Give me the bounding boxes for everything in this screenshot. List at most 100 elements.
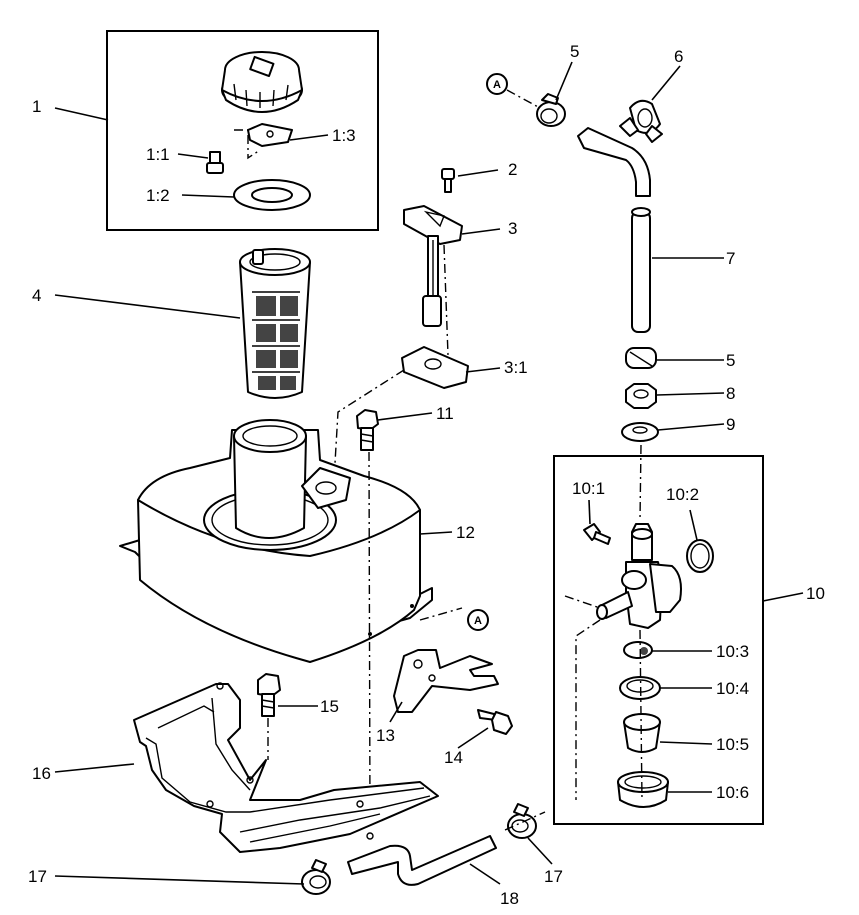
fuel-cap (221, 51, 303, 113)
hose-clamp-lower (625, 347, 657, 369)
label-18: 18 (500, 889, 519, 908)
hose-clamp-right (507, 803, 537, 839)
label-17-left: 17 (28, 867, 47, 886)
bracket-to-marker-line (419, 607, 463, 621)
valve-filter-screen (623, 641, 653, 659)
leader-8 (656, 392, 725, 396)
hose-clamp-upper (536, 93, 566, 127)
label-10-6: 10:6 (716, 783, 749, 802)
leader-3-1 (465, 367, 501, 373)
leader-5-top (555, 61, 573, 101)
label-10-2: 10:2 (666, 485, 699, 504)
valve-o-ring (686, 539, 714, 573)
leader-17-right (527, 837, 553, 865)
reference-marker-a-top: A (486, 73, 508, 95)
cap-plate (247, 123, 293, 147)
valve-cup-nut (617, 771, 669, 808)
label-8: 8 (726, 384, 735, 403)
valve-screw (583, 523, 611, 545)
gauge-gasket (401, 346, 469, 389)
gauge-screw (441, 168, 455, 193)
valve-lower-center-line (639, 629, 643, 801)
fuel-cap-detail-box (106, 30, 379, 231)
leader-3 (461, 228, 501, 235)
label-10-4: 10:4 (716, 679, 749, 698)
label-2: 2 (508, 160, 517, 179)
bent-hose (577, 127, 651, 197)
bracket-bolt (477, 709, 513, 735)
fuel-hose (631, 207, 651, 333)
label-1-2: 1:2 (146, 186, 170, 205)
gauge-to-tank-line (333, 369, 405, 481)
skid-plate (133, 682, 439, 853)
bolt-center-line (368, 451, 371, 821)
label-10-1: 10:1 (572, 479, 605, 498)
label-5-top: 5 (570, 42, 579, 61)
marker-a-top-line (506, 89, 541, 109)
leader-18 (469, 863, 501, 885)
label-10-5: 10:5 (716, 735, 749, 754)
right-clamp-line (504, 811, 546, 831)
fuel-filter-strainer (239, 248, 311, 399)
hose-clamp-left (301, 859, 331, 895)
leader-14 (457, 727, 489, 749)
return-hose (347, 835, 497, 886)
label-14: 14 (444, 748, 463, 767)
leader-6 (651, 65, 681, 101)
leader-1 (54, 107, 109, 121)
label-7: 7 (726, 249, 735, 268)
cap-gasket (233, 179, 311, 211)
mounting-bracket (393, 649, 499, 713)
gauge-center-line (443, 244, 449, 356)
label-3: 3 (508, 219, 517, 238)
label-1: 1 (32, 97, 41, 116)
leader-10-2 (689, 509, 698, 541)
nut (625, 383, 657, 409)
valve-outlet-line (564, 595, 601, 609)
leader-4 (54, 294, 241, 319)
label-4: 4 (32, 286, 41, 305)
label-3-1: 3:1 (504, 358, 528, 377)
fuel-gauge-sender (403, 205, 463, 327)
leader-10 (762, 592, 804, 602)
label-9: 9 (726, 415, 735, 434)
leader-13 (389, 701, 403, 723)
washer (621, 422, 659, 442)
leader-16 (54, 763, 135, 773)
label-17-right: 17 (544, 867, 563, 886)
leader-9 (657, 423, 725, 431)
label-16: 16 (32, 764, 51, 783)
leader-12 (419, 531, 453, 535)
valve-side-line (575, 619, 601, 800)
leader-11 (377, 412, 433, 421)
leader-2 (457, 169, 499, 177)
leader-1-3 (289, 134, 329, 141)
label-11: 11 (436, 404, 454, 423)
leader-10-1 (588, 499, 591, 525)
label-15: 15 (320, 697, 339, 716)
fuel-tank (119, 419, 433, 663)
skid-plate-bolt (257, 673, 281, 717)
fuel-valve-detail-box (553, 455, 764, 825)
label-6: 6 (674, 47, 683, 66)
marker-a-top-text: A (493, 79, 501, 91)
label-10-3: 10:3 (716, 642, 749, 661)
marker-a-bottom-text: A (474, 615, 482, 627)
label-10: 10 (806, 584, 825, 603)
cap-screw (206, 151, 224, 174)
label-13: 13 (376, 726, 395, 745)
valve-filter-cup (623, 713, 661, 753)
spring-clip (619, 99, 663, 143)
leader-1-1 (177, 153, 209, 159)
label-5-bottom: 5 (726, 351, 735, 370)
label-1-3: 1:3 (332, 126, 356, 145)
leader-1-2 (181, 194, 235, 198)
label-1-1: 1:1 (146, 145, 170, 164)
leader-10-5 (659, 741, 713, 745)
label-12: 12 (456, 523, 475, 542)
tank-bolt (356, 409, 379, 451)
cap-plate-hinge-line (234, 129, 261, 160)
fuel-valve (596, 523, 682, 629)
